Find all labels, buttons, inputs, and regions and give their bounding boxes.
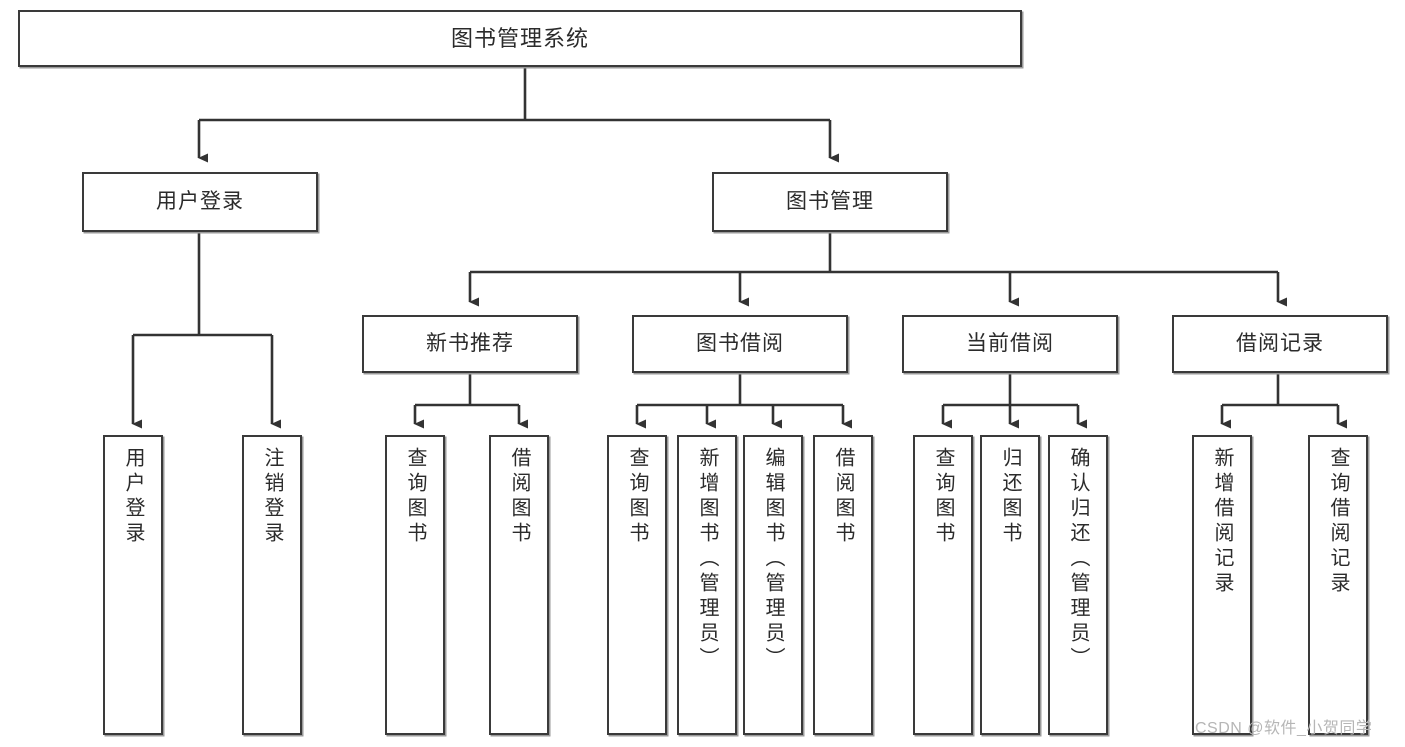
node-leaf-add-record[interactable]: 新增借阅记录 <box>1192 435 1252 735</box>
node-leaf-user-login[interactable]: 用户登录 <box>103 435 163 735</box>
node-leaf-add-record-label: 新增借阅记录 <box>1211 447 1233 597</box>
node-leaf-add-book-label: 新增图书（管理员） <box>696 447 718 672</box>
node-root[interactable]: 图书管理系统 <box>18 10 1022 67</box>
node-borrow-record-label: 借阅记录 <box>1236 331 1324 355</box>
node-new-book-rec[interactable]: 新书推荐 <box>362 315 578 373</box>
node-leaf-confirm-return[interactable]: 确认归还（管理员） <box>1048 435 1108 735</box>
node-leaf-query-book-1[interactable]: 查询图书 <box>385 435 445 735</box>
node-root-label: 图书管理系统 <box>450 25 589 51</box>
node-user-login-label: 用户登录 <box>156 189 244 213</box>
node-leaf-add-book[interactable]: 新增图书（管理员） <box>677 435 737 735</box>
node-leaf-query-book-3-label: 查询图书 <box>932 447 954 547</box>
node-leaf-query-book-3[interactable]: 查询图书 <box>913 435 973 735</box>
node-leaf-query-book-2-label: 查询图书 <box>626 447 648 547</box>
node-leaf-user-login-label: 用户登录 <box>122 447 144 547</box>
node-leaf-borrow-book-1[interactable]: 借阅图书 <box>489 435 549 735</box>
node-leaf-query-record[interactable]: 查询借阅记录 <box>1308 435 1368 735</box>
node-leaf-borrow-book-2[interactable]: 借阅图书 <box>813 435 873 735</box>
node-book-borrow-label: 图书借阅 <box>696 331 784 355</box>
node-leaf-borrow-book-1-label: 借阅图书 <box>508 447 530 547</box>
node-leaf-return-book-label: 归还图书 <box>999 447 1021 547</box>
node-leaf-logout-label: 注销登录 <box>261 447 283 547</box>
node-leaf-return-book[interactable]: 归还图书 <box>980 435 1040 735</box>
node-book-borrow[interactable]: 图书借阅 <box>632 315 848 373</box>
node-new-book-rec-label: 新书推荐 <box>426 331 514 355</box>
node-book-manage-label: 图书管理 <box>786 189 874 213</box>
node-leaf-edit-book[interactable]: 编辑图书（管理员） <box>743 435 803 735</box>
node-leaf-borrow-book-2-label: 借阅图书 <box>832 447 854 547</box>
node-leaf-edit-book-label: 编辑图书（管理员） <box>762 447 784 672</box>
node-leaf-query-book-1-label: 查询图书 <box>404 447 426 547</box>
node-current-borrow[interactable]: 当前借阅 <box>902 315 1118 373</box>
node-leaf-confirm-return-label: 确认归还（管理员） <box>1067 447 1089 672</box>
csdn-watermark: CSDN @软件_小贺同学 <box>1195 720 1373 737</box>
node-leaf-query-record-label: 查询借阅记录 <box>1327 447 1349 597</box>
node-book-manage[interactable]: 图书管理 <box>712 172 948 232</box>
node-leaf-logout[interactable]: 注销登录 <box>242 435 302 735</box>
node-current-borrow-label: 当前借阅 <box>966 331 1054 355</box>
node-leaf-query-book-2[interactable]: 查询图书 <box>607 435 667 735</box>
node-borrow-record[interactable]: 借阅记录 <box>1172 315 1388 373</box>
node-user-login[interactable]: 用户登录 <box>82 172 318 232</box>
